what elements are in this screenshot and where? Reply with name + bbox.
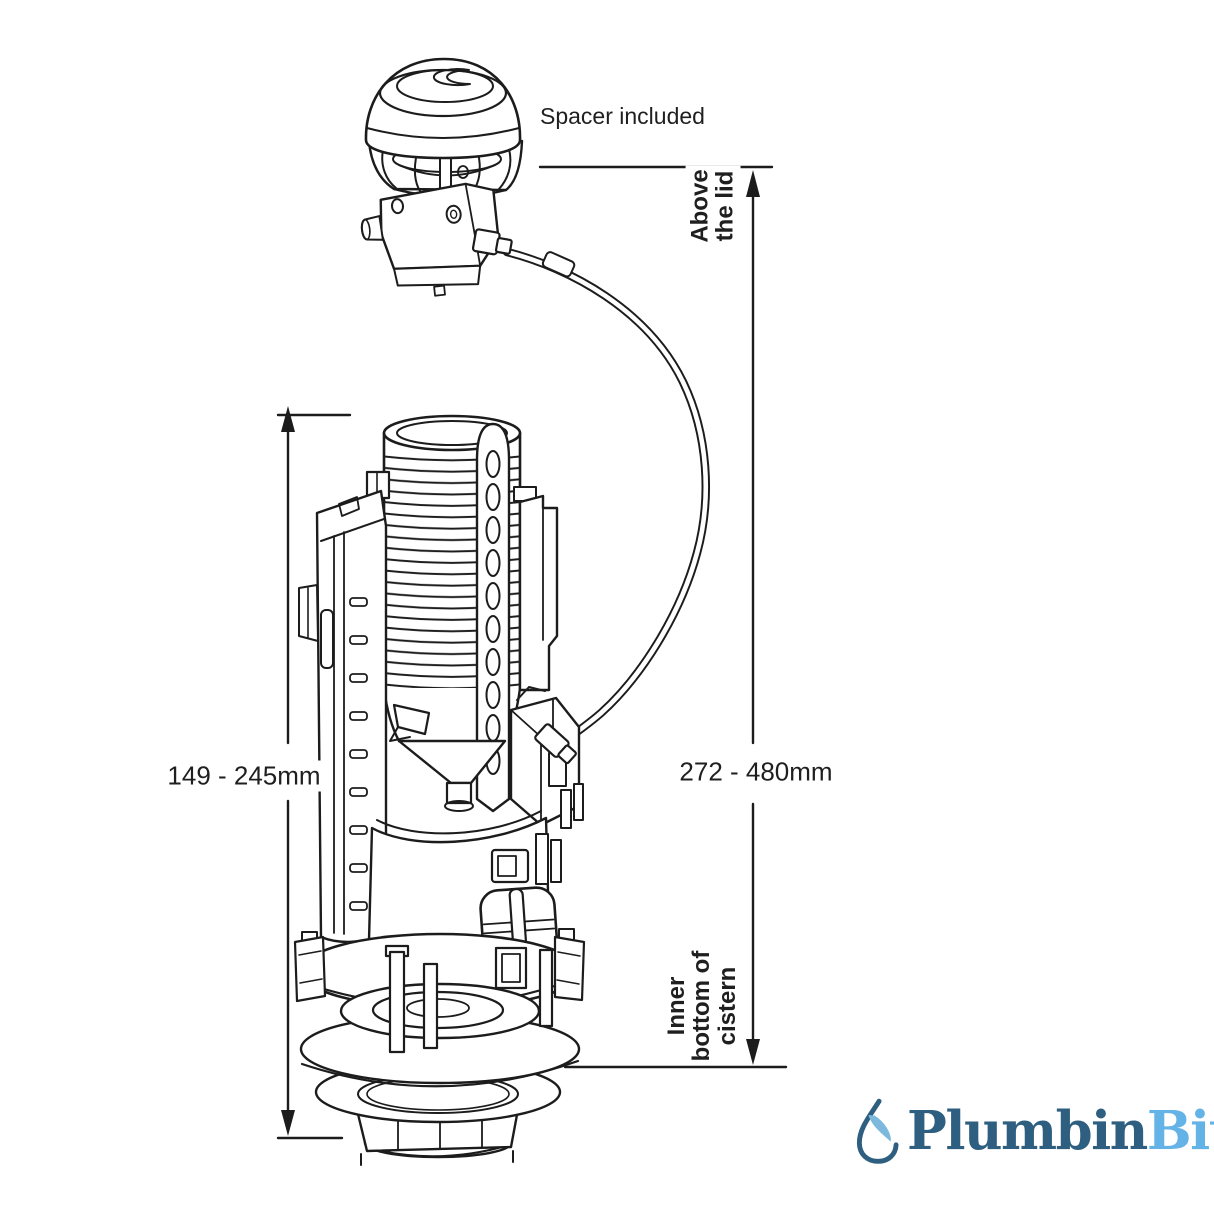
inner-bottom-line3: cistern [713,966,741,1046]
inner-bottom-line2: bottom of [688,950,716,1062]
logo-wordmark: PlumbinBits [907,1104,1214,1158]
bayonet-lug-left [293,935,327,1003]
bayonet-lug-right [553,935,586,1002]
push-button-dome [364,57,522,160]
logo-word-plumbin: Plumbin [907,1099,1148,1162]
dimension-left [276,406,352,1140]
siphon-funnel [397,739,507,812]
above-lid-line1: Above [686,169,714,243]
adjustment-strip [475,422,511,813]
cable-sleeve [541,251,576,278]
valve-outer-shell-right [513,486,559,692]
above-lid-line2: the lid [712,170,739,242]
float-clip [392,703,431,736]
logo-word-bits: Bits [1146,1099,1214,1162]
button-housing [360,182,513,297]
cable-connector [534,723,577,765]
cable-gland [471,228,513,256]
valve-body [293,414,586,1166]
inner-bottom-line1: Inner [662,976,690,1036]
dual-flush-split-button [432,68,471,87]
cable-latch-bracket [509,686,584,829]
flush-cable [502,247,710,752]
water-drop-icon [856,1098,899,1164]
push-button-assembly [360,57,524,297]
valve-outer-shell-left [298,470,391,944]
base-flange-assembly [293,928,586,1166]
dimension-right [538,165,788,1069]
plumbinbits-logo: PlumbinBits [856,1098,1214,1164]
spacer-note: Spacer included [540,103,705,129]
